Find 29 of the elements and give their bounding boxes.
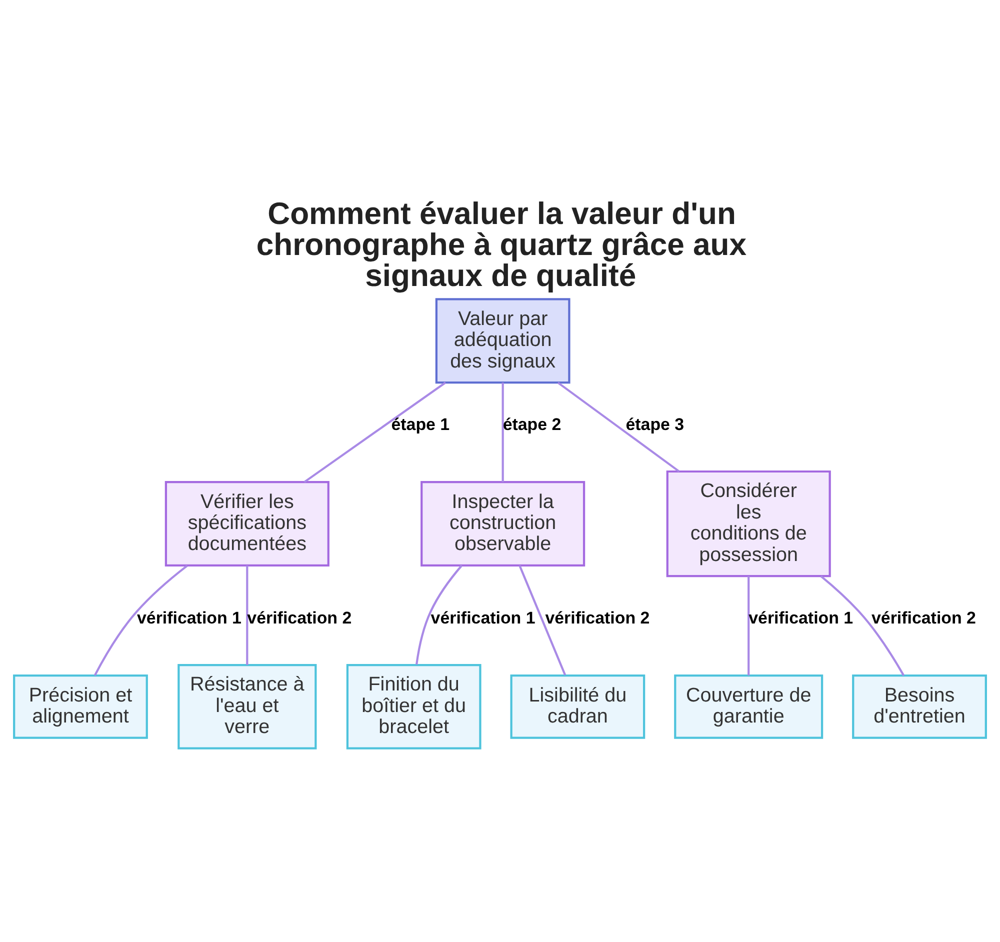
node-box: Précision et alignement <box>13 674 148 738</box>
node-box: Considérer les conditions de possession <box>666 470 831 577</box>
node-box: Couverture de garantie <box>674 674 824 738</box>
connector <box>94 564 188 676</box>
edge-label: vérification 2 <box>247 608 352 627</box>
node-box: Valeur par adéquation des signaux <box>435 298 570 384</box>
node-box: Résistance à l'eau et verre <box>178 663 317 749</box>
connector <box>518 564 566 675</box>
node-box: Lisibilité du cadran <box>510 674 646 738</box>
node-box: Finition du boîtier et du bracelet <box>346 663 482 749</box>
edge-label: vérification 1 <box>430 608 536 627</box>
node-box: Vérifier les spécifications documentées <box>164 480 330 566</box>
edge-label: vérification 2 <box>871 608 976 627</box>
node-box: Inspecter la construction observable <box>420 480 586 566</box>
diagram-title: Comment évaluer la valeur d'un chronographe à quartz grâce aux signaux de qualité <box>256 195 747 292</box>
edge-label: étape 1 <box>391 414 450 434</box>
edge-label: vérification 1 <box>136 608 242 627</box>
connector <box>502 382 504 482</box>
connector <box>246 565 248 664</box>
connector <box>820 574 905 676</box>
edge-label: vérification 2 <box>545 608 650 627</box>
connector <box>748 576 750 675</box>
edge-label: étape 2 <box>502 414 562 434</box>
connector <box>416 564 463 664</box>
edge-label: étape 3 <box>626 414 684 434</box>
connector <box>304 381 446 482</box>
connector <box>557 381 680 472</box>
edge-label: vérification 1 <box>748 608 854 627</box>
node-box: Besoins d'entretien <box>852 674 987 738</box>
